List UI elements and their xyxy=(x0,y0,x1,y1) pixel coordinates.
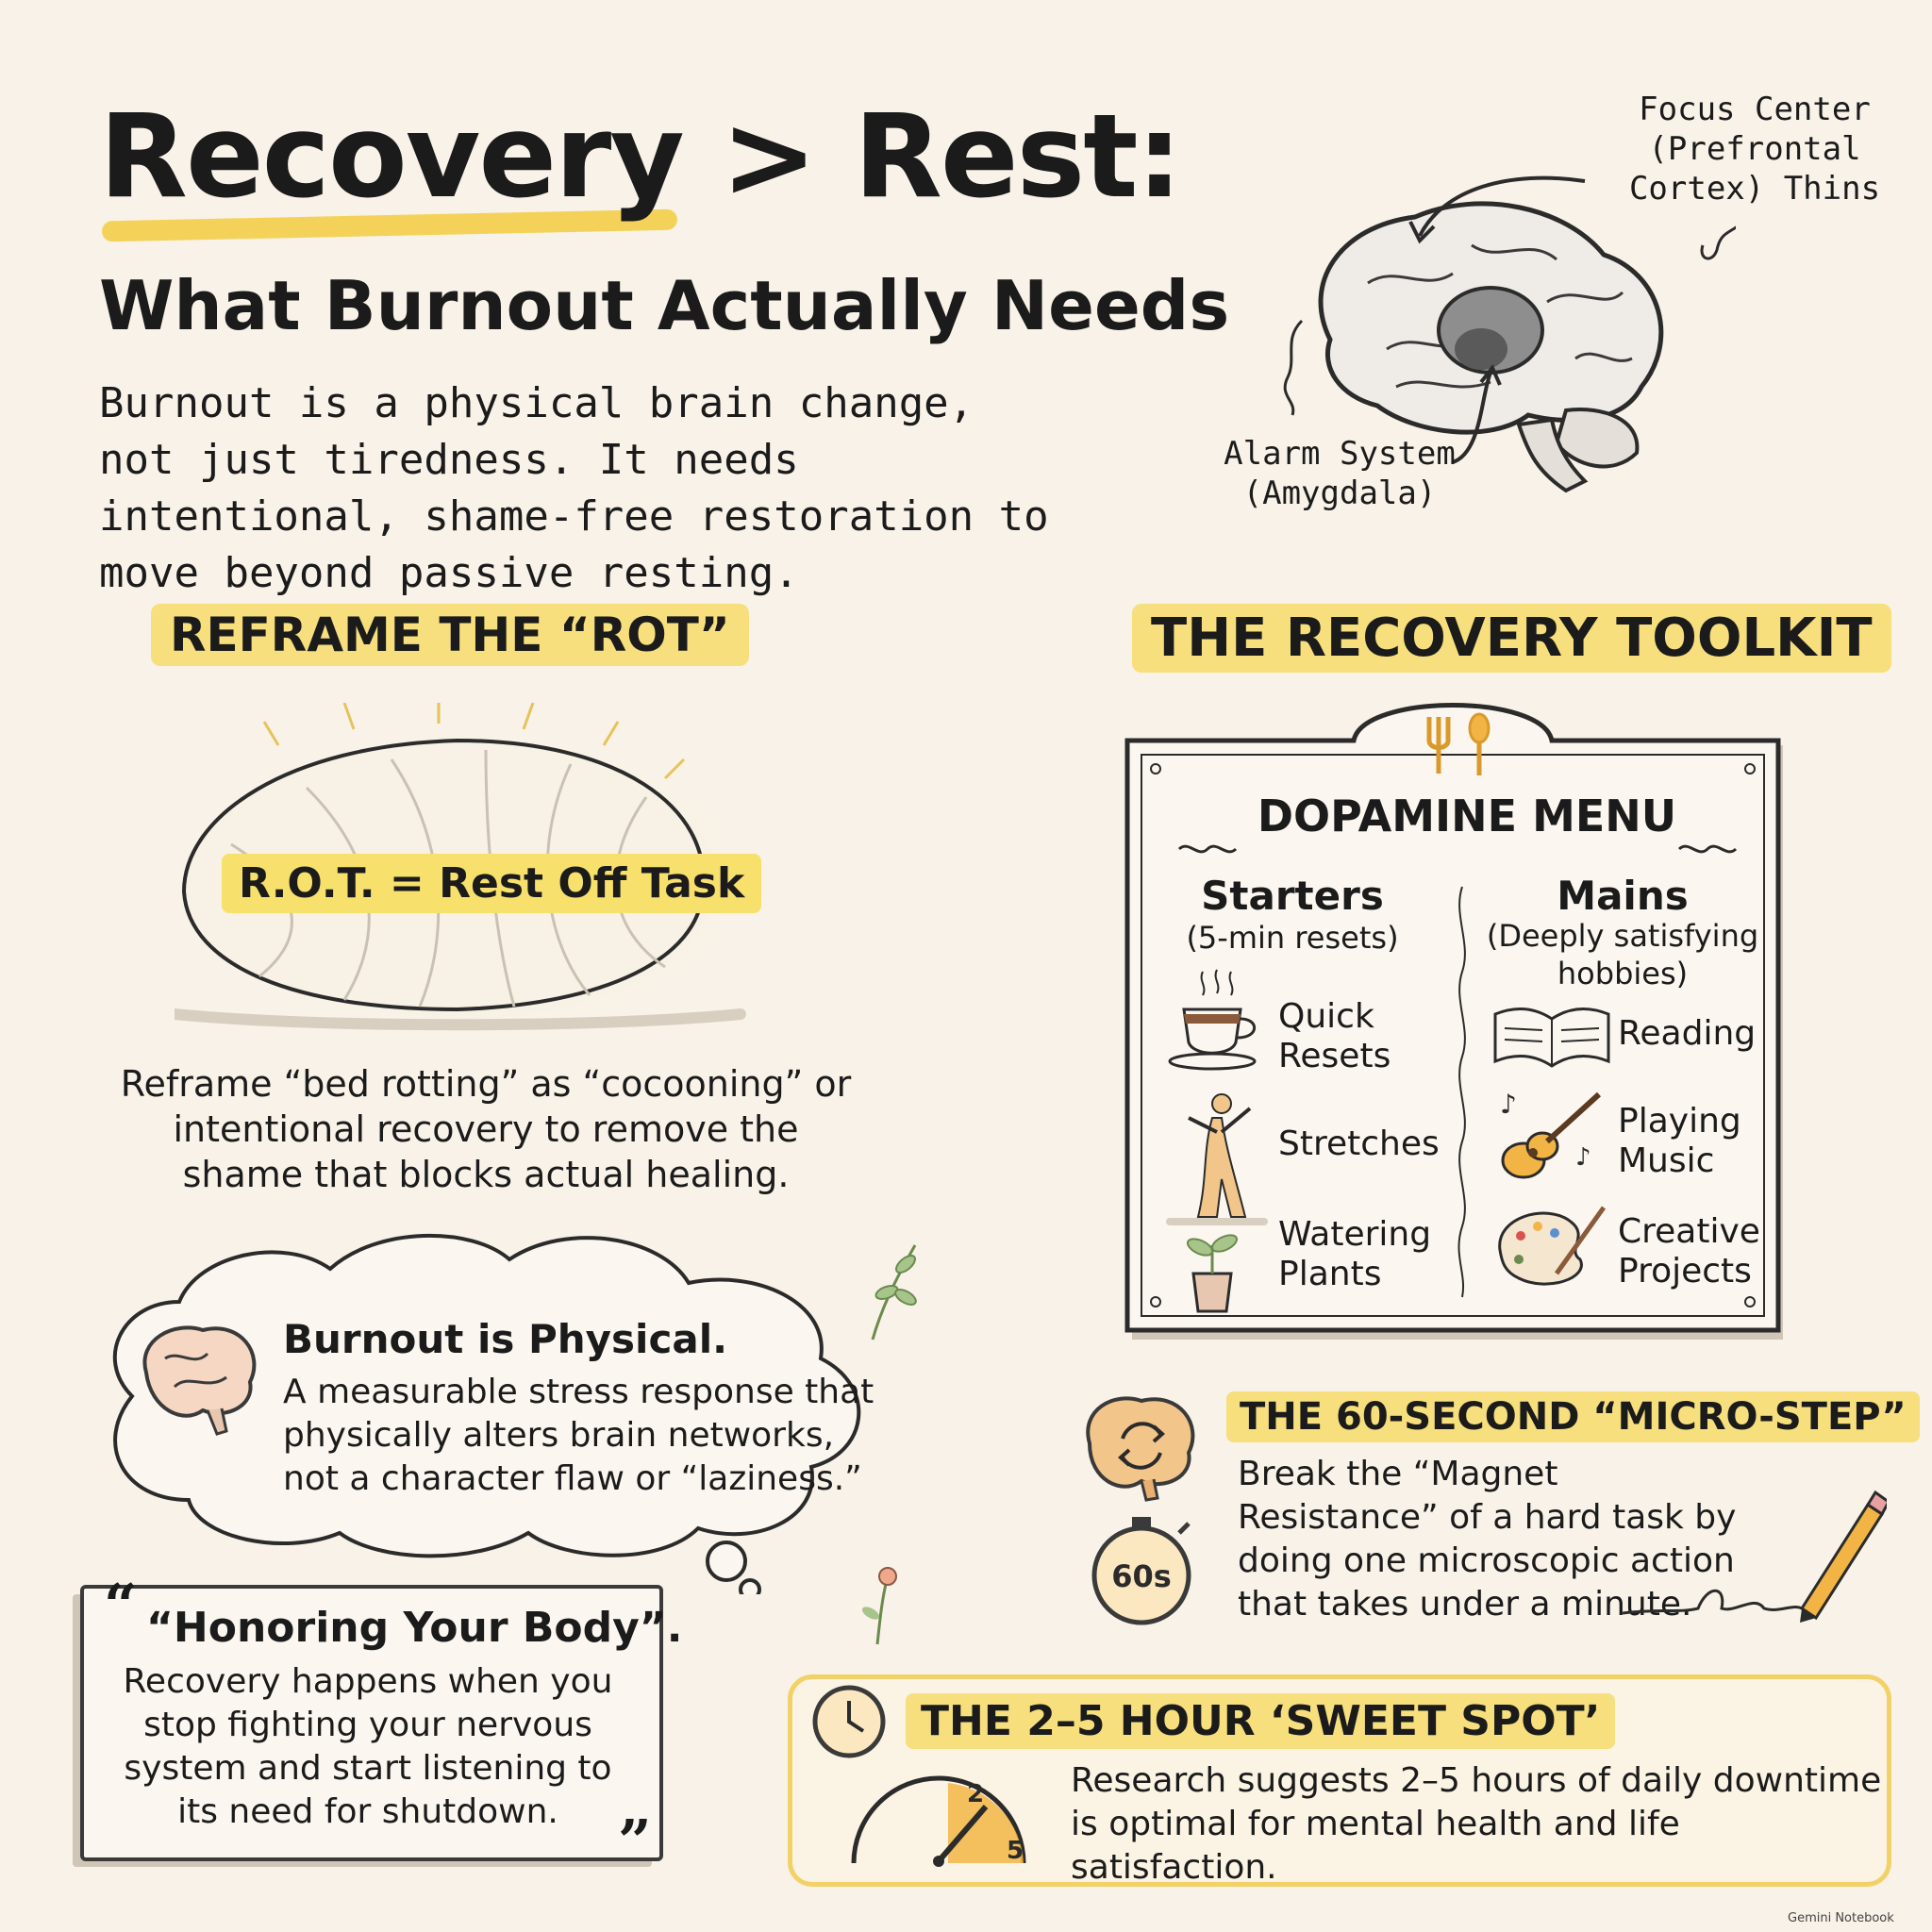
brain-icon xyxy=(142,1325,257,1436)
menu-item-playing-music: Playing Music xyxy=(1618,1102,1741,1180)
sweet-spot-heading: THE 2–5 HOUR ‘SWEET SPOT’ xyxy=(906,1693,1616,1749)
focus-center-label: Focus Center (Prefrontal Cortex) Thins xyxy=(1628,91,1881,208)
quote-box xyxy=(80,1585,663,1861)
quote-title: “Honoring Your Body”. xyxy=(146,1604,683,1652)
rot-label: R.O.T. = Rest Off Task xyxy=(222,854,762,913)
gauge-low-label: 2 xyxy=(967,1780,984,1808)
micro-step-icons: 60s xyxy=(1086,1396,1195,1625)
brand-label: Gemini Notebook xyxy=(1788,1911,1894,1925)
menu-item-quick-resets: Quick Resets xyxy=(1278,997,1391,1075)
menu-item-reading: Reading xyxy=(1618,1014,1757,1053)
page-title: Recovery > Rest: xyxy=(99,90,1182,224)
physical-text: A measurable stress response that physic… xyxy=(283,1373,874,1498)
svg-text:♪: ♪ xyxy=(1500,1089,1517,1120)
pencil-icon xyxy=(1623,1490,1887,1623)
sweet-spot-text: Research suggests 2–5 hours of daily dow… xyxy=(1071,1761,1882,1887)
leaf-sprig-icon xyxy=(871,1244,917,1341)
toolkit-heading: THE RECOVERY TOOLKIT xyxy=(1132,604,1891,673)
intro-text: Burnout is a physical brain change, not … xyxy=(99,379,1049,597)
brain-diagram-icon xyxy=(1283,175,1736,493)
starters-title: Starters xyxy=(1201,873,1384,919)
physical-title: Burnout is Physical. xyxy=(283,1316,728,1362)
menu-item-stretches: Stretches xyxy=(1278,1124,1440,1163)
menu-title: DOPAMINE MENU xyxy=(1257,791,1677,841)
clock-gauge-icons: 2 5 xyxy=(812,1685,1026,1867)
alarm-system-label: Alarm System (Amygdala) xyxy=(1224,435,1456,512)
reframe-text: Reframe “bed rotting” as “cocooning” or … xyxy=(120,1063,852,1195)
mains-subtitle: (Deeply satisfying hobbies) xyxy=(1486,918,1759,991)
quote-text: Recovery happens when you stop fighting … xyxy=(123,1662,613,1831)
reframe-heading: REFRAME THE “ROT” xyxy=(151,604,749,666)
menu-item-creative-projects: Creative Projects xyxy=(1618,1212,1760,1291)
gauge-icon xyxy=(851,1775,1026,1864)
page-subtitle: What Burnout Actually Needs xyxy=(99,266,1230,345)
dopamine-menu-board: ♪ ♪ xyxy=(1124,703,1783,1340)
gauge-high-label: 5 xyxy=(1007,1837,1024,1865)
quote-close-mark: ” xyxy=(618,1807,652,1875)
starters-subtitle: (5-min resets) xyxy=(1186,920,1399,956)
quote-open-mark: “ xyxy=(104,1571,138,1640)
brain-refresh-icon xyxy=(1086,1396,1195,1489)
flower-sprig-icon xyxy=(861,1567,897,1645)
mains-title: Mains xyxy=(1557,873,1689,919)
stopwatch-label: 60s xyxy=(1111,1558,1172,1594)
menu-item-watering-plants: Watering Plants xyxy=(1278,1215,1432,1293)
micro-step-text: Break the “Magnet Resistance” of a hard … xyxy=(1238,1455,1737,1624)
thought-bubble xyxy=(112,1233,861,1594)
svg-text:♪: ♪ xyxy=(1575,1143,1591,1172)
micro-step-heading: THE 60-SECOND “MICRO-STEP” xyxy=(1226,1391,1920,1442)
